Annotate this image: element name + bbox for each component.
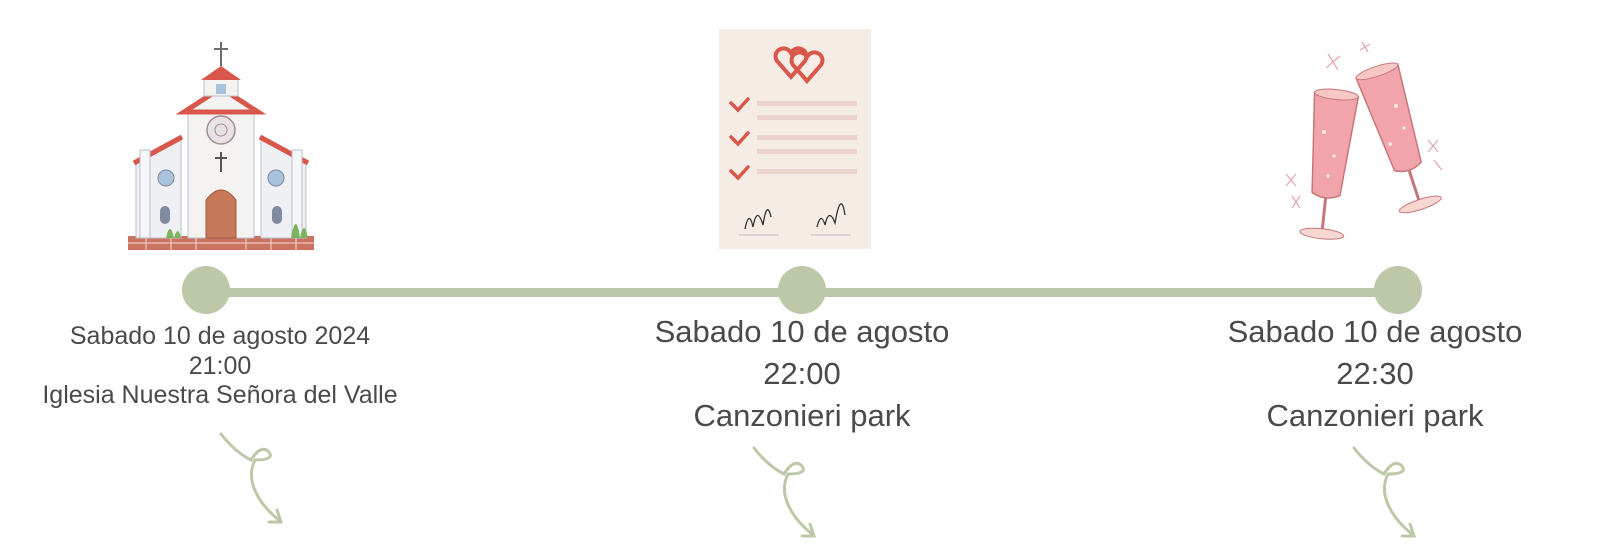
event-1-date: Sabado 10 de agosto 2024 [69,322,371,350]
event-3-details: Sabado 10 de agosto 22:30 Canzonieri par… [1175,311,1575,437]
marriage-certificate-icon [719,29,871,249]
champagne-toast-icon [1285,41,1443,240]
event-2-details: Sabado 10 de agosto 22:00 Canzonieri par… [600,311,1004,437]
event-2-time: 22:00 [763,356,841,392]
event-1-details: Sabado 10 de agosto 2024 21:00 Iglesia N… [20,322,420,411]
church-icon [128,42,314,250]
timeline-node-2 [778,266,826,314]
timeline-node-3 [1374,266,1422,314]
event-3-date: Sabado 10 de agosto [1227,314,1523,349]
event-2-date: Sabado 10 de agosto [654,314,950,349]
event-3-time: 22:30 [1336,356,1414,392]
curly-arrow-icon-3 [1352,446,1417,538]
event-2-place: Canzonieri park [693,398,911,434]
curly-arrow-icon-2 [752,446,817,538]
event-1-place: Iglesia Nuestra Señora del Valle [42,381,398,409]
event-1-time: 21:00 [188,351,252,380]
timeline-node-1 [182,266,230,314]
curly-arrow-icon-1 [219,432,284,524]
event-3-place: Canzonieri park [1266,398,1484,434]
